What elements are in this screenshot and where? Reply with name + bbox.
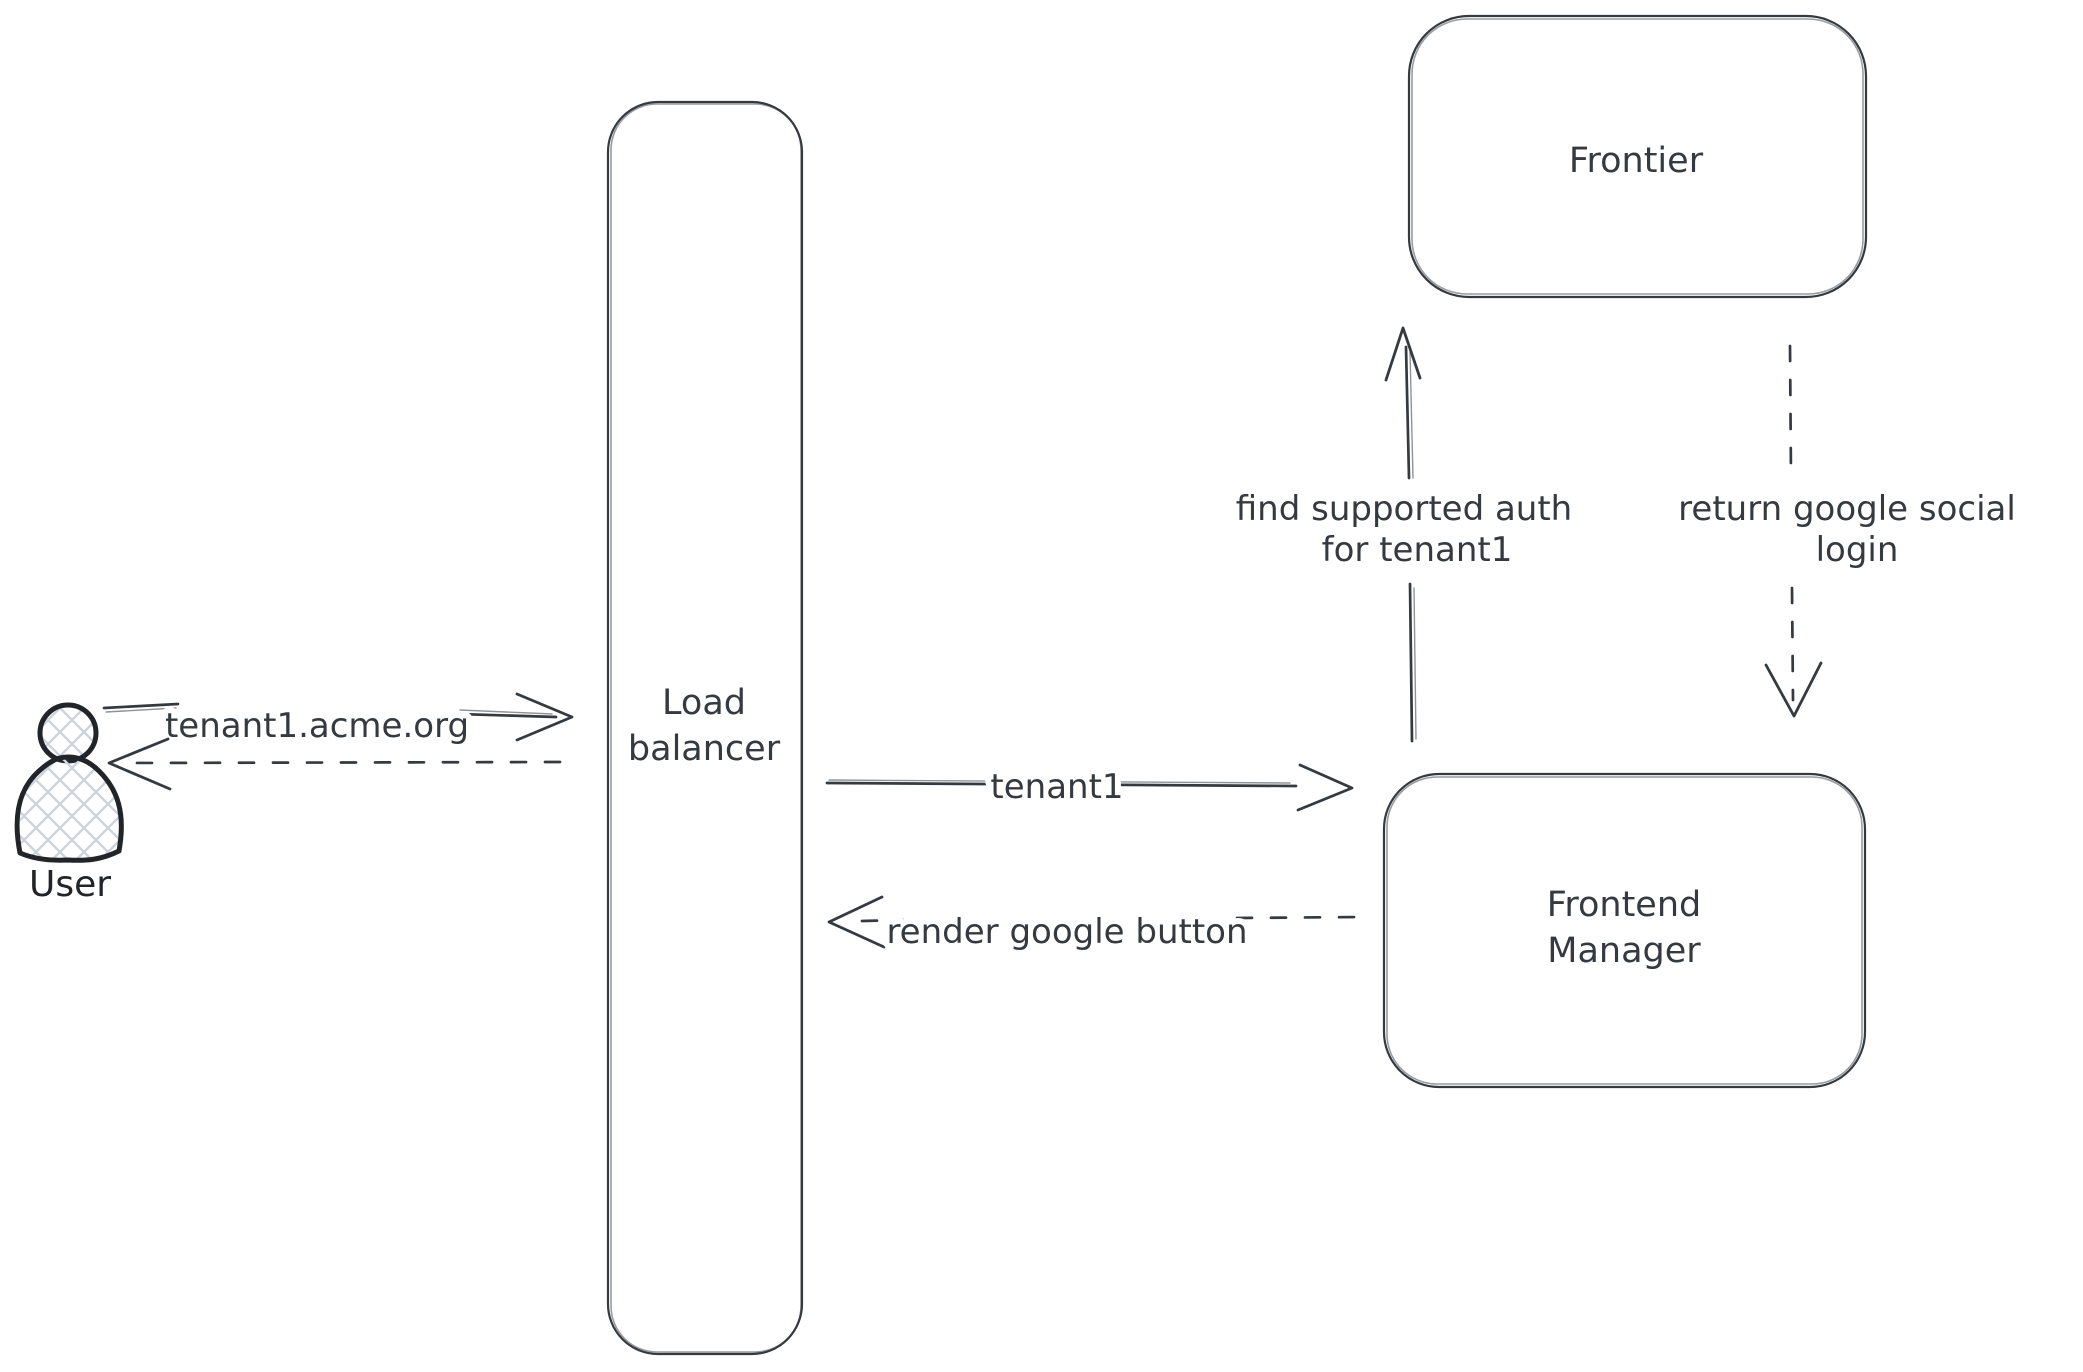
arrow-frontier-to-frontend-manager: return google social login bbox=[1672, 344, 2022, 718]
edge-label-return-google-social-line1: return google social bbox=[1678, 489, 2016, 529]
frontier-box bbox=[1407, 14, 1868, 299]
load-balancer-label-line2: balancer bbox=[628, 729, 781, 769]
frontier-node: Frontier bbox=[1407, 14, 1868, 299]
arrow-load-balancer-to-user bbox=[107, 737, 562, 791]
edge-label-return-google-social-line2: login bbox=[1816, 530, 1899, 570]
frontend-manager-label-line2: Manager bbox=[1547, 931, 1701, 971]
edge-label-tenant1-acme-org: tenant1.acme.org bbox=[165, 706, 469, 746]
left-arrowhead-icon bbox=[107, 737, 172, 791]
user-label: User bbox=[29, 864, 111, 905]
load-balancer-label-line1: Load bbox=[662, 683, 746, 723]
arrow-line bbox=[102, 702, 180, 710]
frontier-label: Frontier bbox=[1569, 141, 1704, 181]
down-arrowhead-icon bbox=[1764, 661, 1823, 718]
dashed-arrow-line bbox=[118, 760, 562, 765]
left-arrowhead-icon bbox=[827, 895, 886, 949]
frontend-manager-box-sketch-echo bbox=[1386, 776, 1863, 1085]
edge-label-render-google-button: render google button bbox=[886, 912, 1247, 952]
arrow-line bbox=[1408, 582, 1414, 743]
frontend-manager-node: Frontend Manager bbox=[1382, 772, 1867, 1089]
arrow-user-to-load-balancer: tenant1.acme.org bbox=[102, 692, 574, 752]
edge-label-find-supported-auth-line1: find supported auth bbox=[1236, 489, 1572, 529]
arrow-frontend-manager-to-frontier: find supported auth for tenant1 bbox=[1230, 326, 1578, 743]
arrow-line-sketch-echo bbox=[105, 707, 177, 713]
right-arrowhead-icon bbox=[515, 692, 574, 742]
edge-label-find-supported-auth-line2: for tenant1 bbox=[1322, 530, 1513, 570]
user-head-icon bbox=[37, 702, 99, 764]
edge-label-tenant1: tenant1 bbox=[990, 767, 1123, 807]
arrow-line-sketch-echo bbox=[1413, 587, 1417, 740]
frontend-manager-box bbox=[1382, 772, 1867, 1089]
right-arrowhead-icon bbox=[1296, 763, 1354, 812]
arrow-line bbox=[825, 781, 1298, 788]
arrow-load-balancer-to-frontend-manager: tenant1 bbox=[825, 761, 1354, 813]
load-balancer-node: Load balancer bbox=[606, 100, 804, 1356]
dashed-arrow-line bbox=[1235, 915, 1362, 920]
dashed-arrow-line bbox=[860, 918, 905, 923]
dashed-arrow-line bbox=[1790, 586, 1795, 702]
arrow-line bbox=[1404, 345, 1411, 480]
arrow-line bbox=[456, 712, 558, 719]
load-balancer-box-sketch-echo bbox=[610, 103, 802, 1353]
load-balancer-box bbox=[606, 100, 804, 1356]
arrow-frontend-manager-to-load-balancer: render google button bbox=[827, 895, 1362, 958]
user-actor: User bbox=[14, 702, 124, 905]
arrow-line-sketch-echo bbox=[828, 779, 1291, 784]
frontier-box-sketch-echo bbox=[1411, 18, 1864, 295]
arrow-line-sketch-echo bbox=[1409, 351, 1414, 479]
arrow-line-sketch-echo bbox=[459, 709, 553, 715]
dashed-arrow-line bbox=[1788, 344, 1793, 479]
up-arrowhead-icon bbox=[1384, 326, 1422, 382]
frontend-manager-label-line1: Frontend bbox=[1547, 885, 1701, 925]
user-body-icon bbox=[14, 754, 124, 863]
